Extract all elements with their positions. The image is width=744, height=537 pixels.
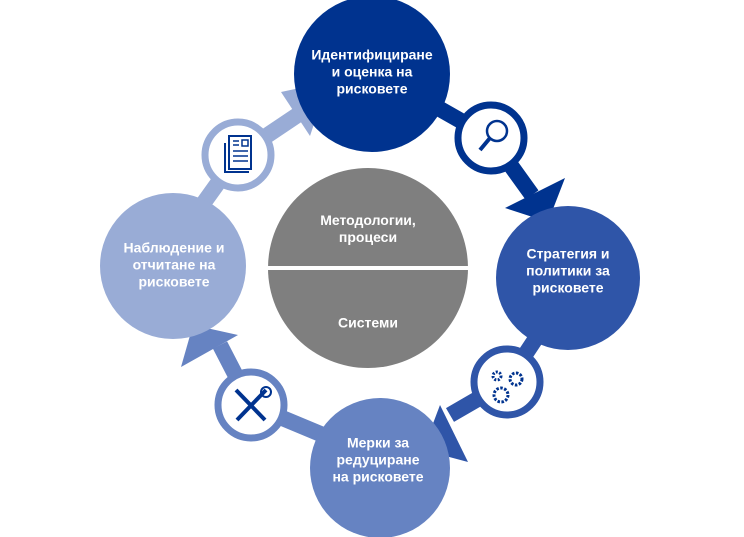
stage-circle-identify bbox=[294, 0, 450, 152]
center-top-label: Методологии, процеси bbox=[320, 212, 416, 245]
stage-label-identify: Идентифициране и оценка на рисковете bbox=[311, 46, 433, 97]
stage-circle-monitoring bbox=[100, 193, 246, 339]
gears-icon bbox=[470, 345, 544, 419]
tools-icon bbox=[214, 368, 288, 442]
document-icon bbox=[201, 118, 275, 192]
stage-label-strategy: Стратегия и политики за рисковете bbox=[526, 245, 610, 296]
center-bottom-label: Системи bbox=[338, 314, 398, 331]
stage-label-measures: Мерки за редуциране на рисковете bbox=[332, 434, 424, 485]
stage-circle-strategy bbox=[496, 206, 640, 350]
stage-circle-measures bbox=[310, 398, 450, 537]
stage-label-monitoring: Наблюдение и отчитане на рисковете bbox=[123, 239, 225, 290]
magnifier-icon bbox=[454, 101, 528, 175]
